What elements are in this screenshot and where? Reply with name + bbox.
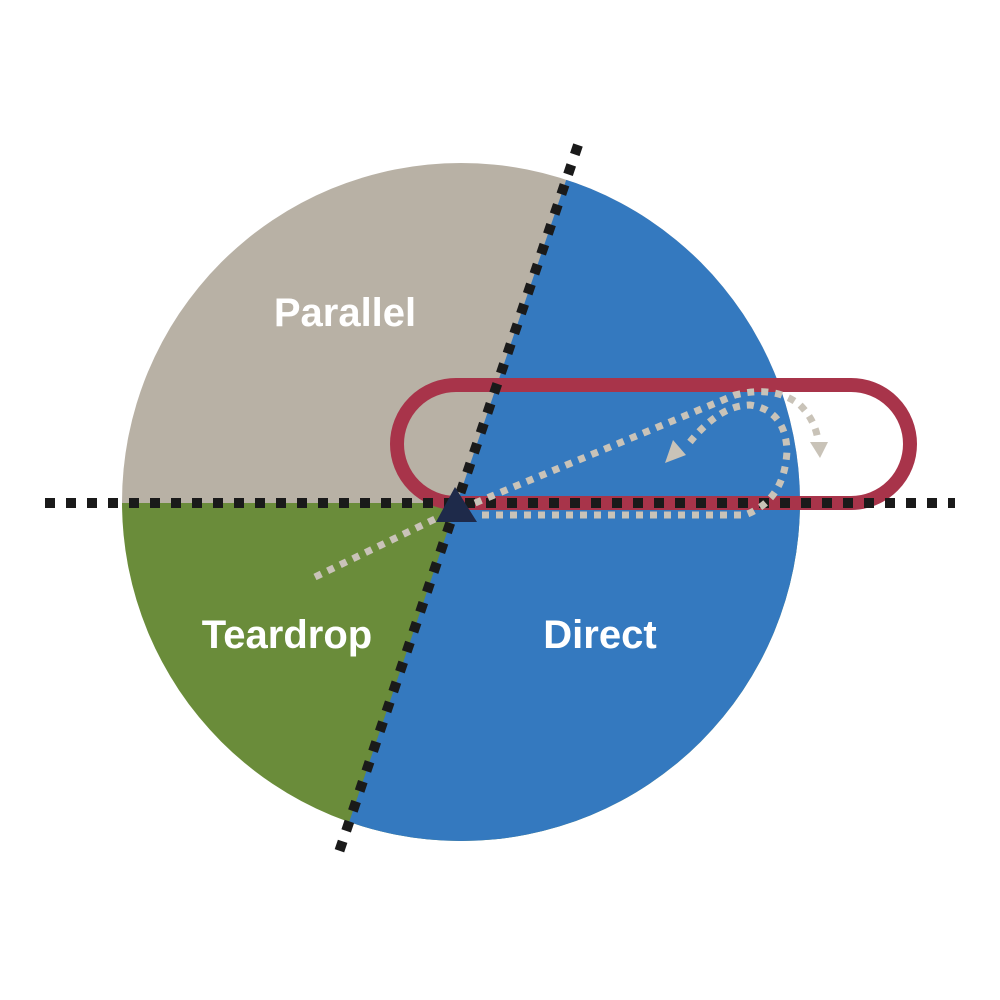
label-parallel: Parallel [274, 291, 416, 335]
direct-inner-loop-path [482, 401, 791, 519]
holding-fix-triangle-icon [436, 487, 477, 522]
teardrop-path [313, 514, 439, 581]
direct-outer-path [473, 388, 822, 507]
label-direct: Direct [543, 613, 656, 657]
arrow-head-inner-icon [665, 440, 686, 463]
holding-racetrack [390, 378, 917, 510]
label-teardrop: Teardrop [202, 613, 372, 657]
arrow-head-outer-icon [810, 442, 828, 458]
